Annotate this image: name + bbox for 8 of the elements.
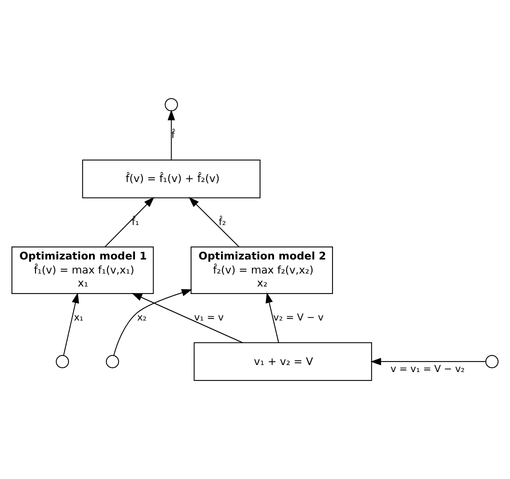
edge-label: v = v₁ = V − v₂ bbox=[390, 364, 465, 375]
edge-label: f̂₁ bbox=[132, 216, 140, 228]
edge-label: x₂ bbox=[137, 312, 147, 324]
edge-label: v₂ = V − v bbox=[273, 312, 324, 324]
edge-label: x₁ bbox=[74, 312, 84, 324]
edge-label: f̂₂ bbox=[218, 216, 226, 228]
edge-label: f̂ bbox=[171, 130, 175, 141]
edge-label: v₁ = v bbox=[194, 312, 224, 324]
